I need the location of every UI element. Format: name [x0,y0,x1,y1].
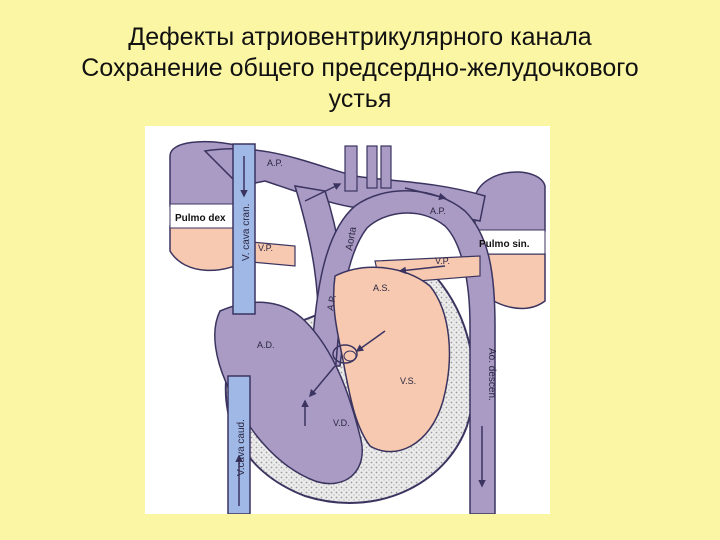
label-ad: A.D. [257,340,275,350]
vena-cava-caudalis [227,375,251,514]
slide-title: Дефекты атриовентрикулярного канала Сохр… [0,22,720,115]
label-v-cava-caud: V.cava caud. [236,419,247,476]
aortic-branch-1 [344,145,358,192]
label-vp-right: V.P. [435,256,450,266]
heart-diagram-svg: Pulmo dex Pulmo sin. V. cava cran. V.cav… [169,140,546,514]
title-line-3: устья [328,85,392,113]
common-av-orifice [332,344,358,364]
vena-cava-cranialis [232,143,256,315]
label-ap-middle: A.P. [325,294,338,311]
pulmo-sin-venous [474,171,546,232]
label-vd: V.D. [333,418,350,428]
label-v-cava-cran: V. cava cran. [241,204,252,261]
heart-diagram: Pulmo dex Pulmo sin. V. cava cran. V.cav… [145,126,550,514]
aortic-branch-2 [366,145,378,189]
title-line-1: Дефекты атриовентрикулярного канала [128,23,592,51]
aorta [309,190,496,514]
label-vp-left: V.P. [258,243,273,253]
flow-arrow-aorta [404,187,447,201]
flow-arrow-av [309,365,336,398]
flow-arrow-pa [304,183,342,202]
flow-arrow-pv [398,265,446,275]
title-line-2: Сохранение общего предсердно-желудочково… [81,54,639,82]
label-ap-top: A.P. [267,158,283,168]
label-as: A.S. [373,283,390,293]
label-aorta: Aorta [344,226,359,252]
label-vs: V.S. [400,376,416,386]
av-valve-leaflet [343,350,357,362]
label-ap-right: A.P. [430,206,446,216]
flow-arrow-la [355,330,386,352]
aortic-branch-3 [380,145,392,189]
label-pulmo-sin: Pulmo sin. [479,239,530,250]
pulmo-dex-label-box [169,203,241,229]
label-ao-descen: Ao. descen. [486,348,497,401]
left-heart [332,266,451,453]
label-pulmo-dex: Pulmo dex [175,213,226,224]
